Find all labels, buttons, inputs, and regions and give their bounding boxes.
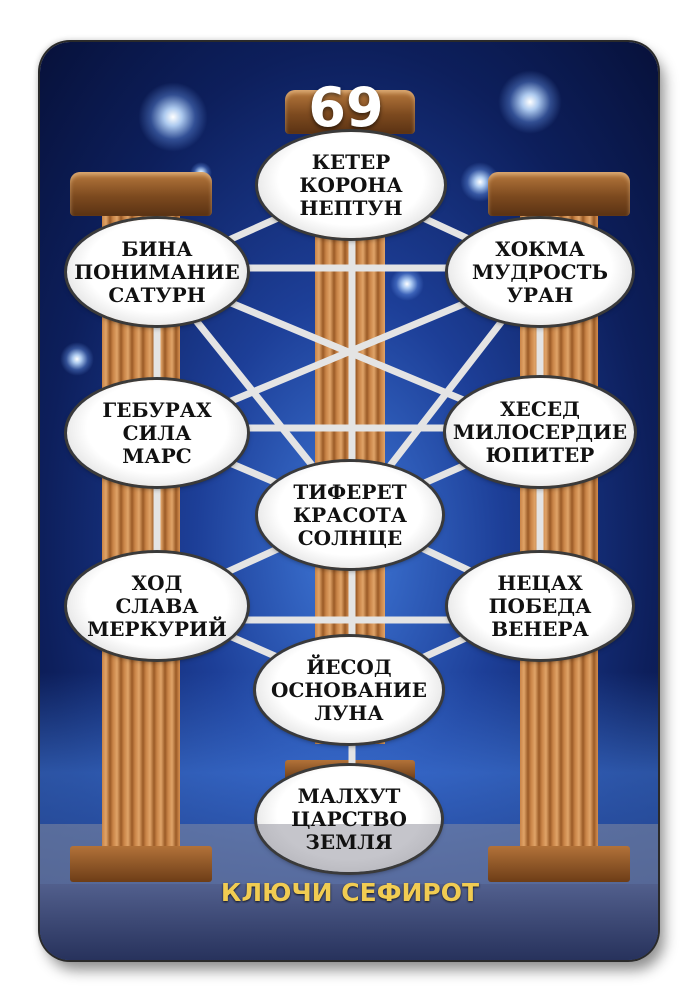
sephira-meaning: ПОНИМАНИЕ	[74, 259, 240, 284]
sephira-name: ГЕБУРАХ	[102, 397, 212, 422]
sephira-hod: ХОД СЛАВА МЕРКУРИЙ	[67, 553, 247, 659]
left-pillar-capital	[70, 172, 212, 216]
sephira-planet: ЮПИТЕР	[485, 442, 595, 467]
malkuth-text: МАЛХУТ ЦАРСТВО ЗЕМЛЯ	[291, 783, 407, 854]
sephira-binah: БИНА ПОНИМАНИЕ САТУРН	[67, 219, 247, 325]
sephira-meaning: МУДРОСТЬ	[472, 259, 608, 284]
malkuth-shade	[257, 824, 441, 872]
sephira-meaning: КОРОНА	[299, 172, 403, 197]
sephira-meaning: СИЛА	[122, 420, 192, 445]
sephira-planet: ЛУНА	[314, 700, 384, 725]
card-title: КЛЮЧИ СЕФИРОТ	[220, 878, 480, 907]
sephira-meaning: ОСНОВАНИЕ	[271, 677, 427, 702]
sephira-name: ХЕСЕД	[500, 396, 580, 421]
bottom-strip	[40, 884, 658, 960]
left-pillar-base	[70, 846, 212, 882]
star-icon	[498, 70, 562, 134]
sephira-keter: КЕТЕР КОРОНА НЕПТУН	[258, 132, 444, 238]
card-number: 69	[308, 76, 384, 139]
sephira-planet: МЕРКУРИЙ	[87, 616, 227, 641]
sephira-planet: ВЕНЕРА	[491, 616, 589, 641]
sephira-yesod: ЙЕСОД ОСНОВАНИЕ ЛУНА	[256, 637, 442, 743]
sephira-chesed: ХЕСЕД МИЛОСЕРДИЕ ЮПИТЕР	[446, 378, 634, 486]
sephira-meaning: ЦАРСТВО	[291, 806, 407, 831]
sephira-planet: ЗЕМЛЯ	[305, 829, 393, 854]
sephira-meaning: ПОБЕДА	[488, 593, 592, 618]
right-pillar-capital	[488, 172, 630, 216]
sephira-malkuth: МАЛХУТ ЦАРСТВО ЗЕМЛЯ	[257, 766, 441, 872]
sephira-meaning: КРАСОТА	[292, 502, 408, 527]
sephira-name: ЙЕСОД	[306, 654, 392, 679]
sephira-chokmah: ХОКМА МУДРОСТЬ УРАН	[448, 219, 632, 325]
star-icon	[138, 82, 208, 152]
sephira-planet: САТУРН	[108, 282, 206, 307]
sephira-name: КЕТЕР	[311, 149, 391, 174]
sephira-meaning: СЛАВА	[115, 593, 199, 618]
sephira-planet: УРАН	[506, 282, 574, 307]
sephira-name: ХОКМА	[495, 236, 585, 261]
middle-pillar-capital	[285, 90, 415, 134]
sephira-name: НЕЦАХ	[497, 570, 583, 595]
sephira-meaning: МИЛОСЕРДИЕ	[452, 419, 628, 444]
sephira-planet: НЕПТУН	[299, 195, 403, 220]
sephira-tiferet: ТИФЕРЕТ КРАСОТА СОЛНЦЕ	[258, 462, 442, 568]
sephira-name: БИНА	[121, 236, 193, 261]
right-pillar-base	[488, 846, 630, 882]
sephira-name: МАЛХУТ	[297, 783, 401, 808]
star-icon	[60, 342, 94, 376]
sephira-planet: МАРС	[122, 443, 192, 468]
sephira-planet: СОЛНЦЕ	[297, 525, 403, 550]
sephira-name: ТИФЕРЕТ	[293, 479, 407, 504]
sephira-netzach: НЕЦАХ ПОБЕДА ВЕНЕРА	[448, 553, 632, 659]
star-icon	[390, 267, 424, 301]
sephira-name: ХОД	[131, 570, 183, 595]
sephira-geburah: ГЕБУРАХ СИЛА МАРС	[67, 380, 247, 486]
